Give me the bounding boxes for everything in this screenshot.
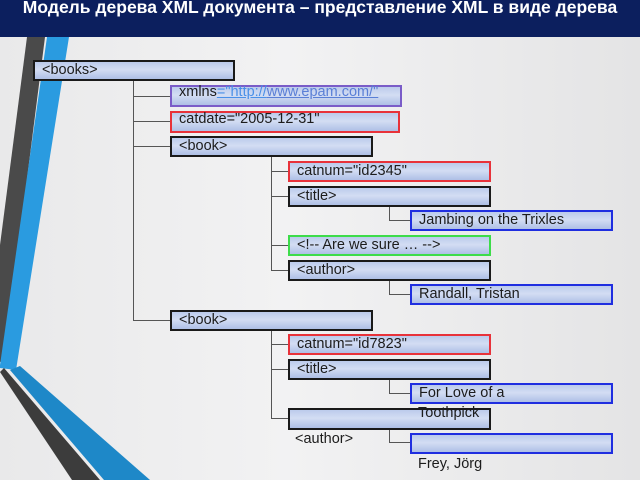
connector-book1-author	[271, 270, 289, 271]
connector-root-book2	[133, 320, 171, 321]
node-book2-catnum: catnum="id7823"	[288, 334, 491, 355]
xmlns-url-tail[interactable]: www.epam.com/"	[266, 84, 379, 100]
xmlns-url-link[interactable]: ="http://	[216, 84, 267, 100]
connector-book2-vertical	[271, 330, 272, 419]
book2-title-line1: For Love of a	[419, 385, 505, 401]
connector-book1-comment	[271, 245, 289, 246]
node-book1-comment: <!-- Are we sure … -->	[288, 235, 491, 256]
connector-title2-text	[389, 393, 411, 394]
connector-author2-text	[389, 442, 411, 443]
connector-author1-text	[389, 294, 411, 295]
slide-title-bar: Модель дерева XML документа – представле…	[0, 0, 640, 37]
connector-author1-vertical	[389, 280, 390, 295]
book2-title-line2: Toothpick	[418, 405, 480, 421]
xmlns-prefix: xmlns	[179, 84, 217, 100]
book2-author-text-label: Frey, Jörg	[418, 456, 483, 472]
connector-title1-vertical	[389, 206, 390, 221]
node-book1-catnum: catnum="id2345"	[288, 161, 491, 182]
node-book2-author-element	[288, 408, 491, 430]
node-books-element: <books>	[33, 60, 235, 81]
connector-title2-vertical	[389, 379, 390, 394]
connector-author2-vertical	[389, 429, 390, 443]
node-book1-author-text: Randall, Tristan	[410, 284, 613, 305]
connector-book1-vertical	[271, 156, 272, 270]
connector-root-book1	[133, 146, 171, 147]
gray-stripe-upper	[0, 37, 45, 362]
connector-book2-catnum	[271, 344, 289, 345]
book2-author-tag-label: <author>	[295, 431, 354, 447]
node-catdate-attribute: catdate="2005-12-31"	[170, 111, 400, 133]
blue-stripe-lower	[10, 366, 150, 480]
connector-title1-text	[389, 220, 411, 221]
connector-root-catdate	[133, 121, 171, 122]
node-book2-title-element: <title>	[288, 359, 491, 380]
node-book1-element: <book>	[170, 136, 373, 157]
connector-book1-title	[271, 196, 289, 197]
node-book1-title-element: <title>	[288, 186, 491, 207]
node-book2-author-text	[410, 433, 613, 454]
connector-book1-catnum	[271, 171, 289, 172]
connector-book2-author	[271, 418, 289, 419]
node-book2-title-text: For Love of a	[410, 383, 613, 404]
gray-stripe-lower	[0, 368, 100, 480]
node-xmlns-attribute: xmlns="http://www.epam.com/"	[170, 85, 402, 107]
node-book2-element: <book>	[170, 310, 373, 331]
connector-root-xmlns	[133, 96, 171, 97]
connector-book2-title	[271, 369, 289, 370]
decorative-stripes	[0, 37, 150, 480]
node-book1-author-element: <author>	[288, 260, 491, 281]
connector-root-vertical	[133, 80, 134, 320]
blue-stripe-upper	[0, 37, 69, 370]
slide-title: Модель дерева XML документа – представле…	[22, 0, 618, 17]
node-book1-title-text: Jambing on the Trixles	[410, 210, 613, 231]
